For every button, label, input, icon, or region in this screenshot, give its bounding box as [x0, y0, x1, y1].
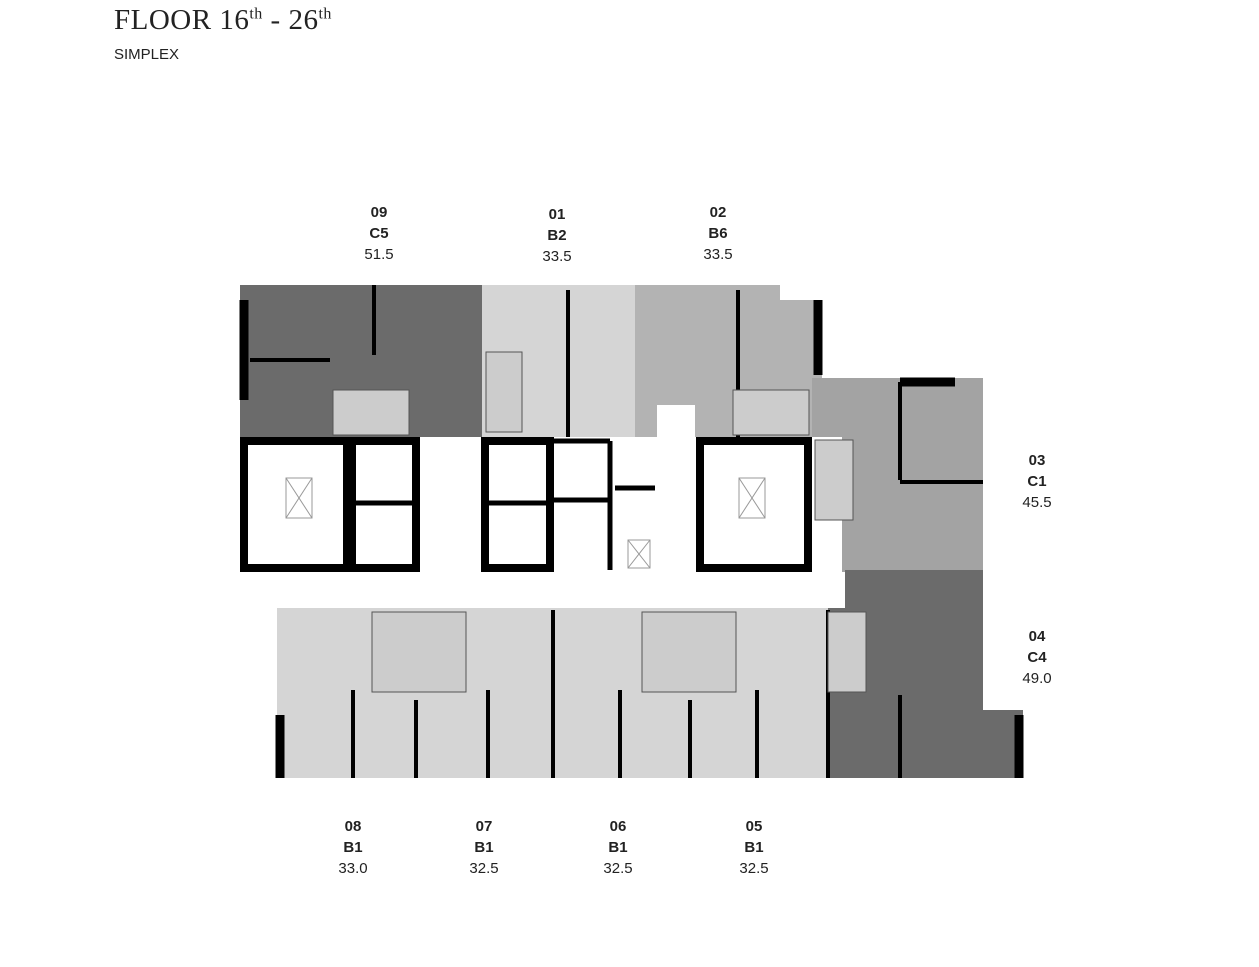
unit-area: 33.0 [338, 860, 368, 877]
unit-type: B6 [708, 225, 728, 242]
unit-number: 05 [745, 818, 763, 835]
unit-type: B2 [547, 227, 567, 244]
title-text: FLOOR 16 [114, 4, 250, 36]
unit-type: C5 [369, 225, 389, 242]
unit-type: C1 [1027, 473, 1047, 490]
unit-type: B1 [744, 839, 764, 856]
unit-type: B1 [343, 839, 363, 856]
unit-number: 03 [1028, 452, 1046, 469]
unit-area: 51.5 [364, 246, 394, 263]
vertical-corridor [657, 405, 695, 575]
unit-area: 32.5 [603, 860, 633, 877]
unit-area: 49.0 [1022, 670, 1052, 687]
unit-number: 08 [344, 818, 362, 835]
title-sup-2: th [318, 5, 332, 23]
title-text-2: - 26 [262, 4, 319, 36]
unit-area: 33.5 [703, 246, 733, 263]
unit-number: 04 [1028, 628, 1046, 645]
corridor [295, 572, 845, 608]
unit-type: B1 [474, 839, 494, 856]
unit-area: 33.5 [542, 248, 572, 265]
unit-03-area[interactable] [812, 378, 983, 572]
page-title: FLOOR 16th - 26th [114, 4, 332, 37]
unit-04-area[interactable] [828, 570, 1023, 778]
unit-number: 07 [475, 818, 493, 835]
unit-area: 45.5 [1022, 494, 1052, 511]
unit-area: 32.5 [739, 860, 769, 877]
unit-area: 32.5 [469, 860, 499, 877]
unit-number: 06 [609, 818, 627, 835]
page-subtitle: SIMPLEX [114, 46, 180, 63]
unit-number: 01 [548, 206, 566, 223]
unit-type: B1 [608, 839, 628, 856]
title-sup: th [249, 5, 263, 23]
unit-number: 02 [709, 204, 727, 221]
unit-number: 09 [370, 204, 388, 221]
unit-type: C4 [1027, 649, 1047, 666]
